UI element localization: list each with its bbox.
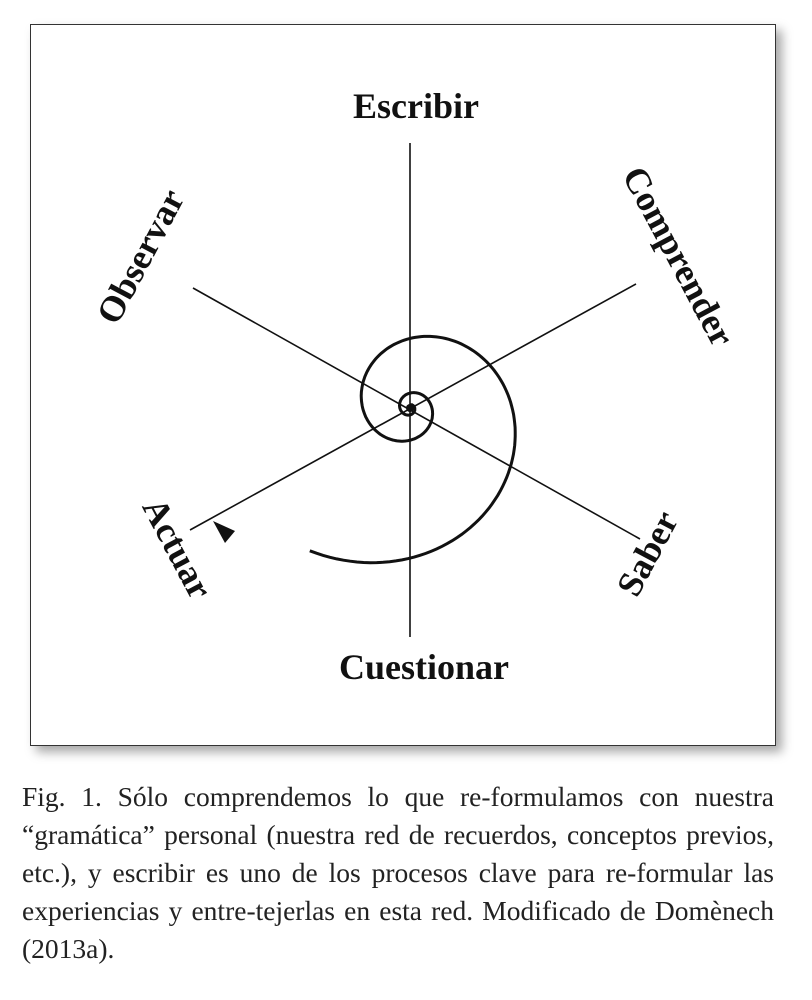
label-escribir: Escribir [353, 86, 479, 126]
spiral-curve [309, 334, 517, 565]
label-comprender: Comprender [615, 160, 743, 353]
spiral-center-dot [406, 404, 414, 412]
figure-frame [30, 24, 776, 746]
axis-lines [189, 143, 641, 637]
axis-diagonal-down [192, 287, 641, 540]
spiral-diagram: Escribir Comprender Saber Cuestionar Act… [88, 86, 743, 687]
label-observar: Observar [88, 183, 192, 331]
label-cuestionar: Cuestionar [339, 647, 509, 687]
label-saber: Saber [609, 504, 687, 602]
figure-caption: Fig. 1. Sólo comprendemos lo que re-form… [22, 781, 774, 964]
spiral-arrowhead [213, 521, 235, 543]
label-actuar: Actuar [135, 491, 221, 605]
